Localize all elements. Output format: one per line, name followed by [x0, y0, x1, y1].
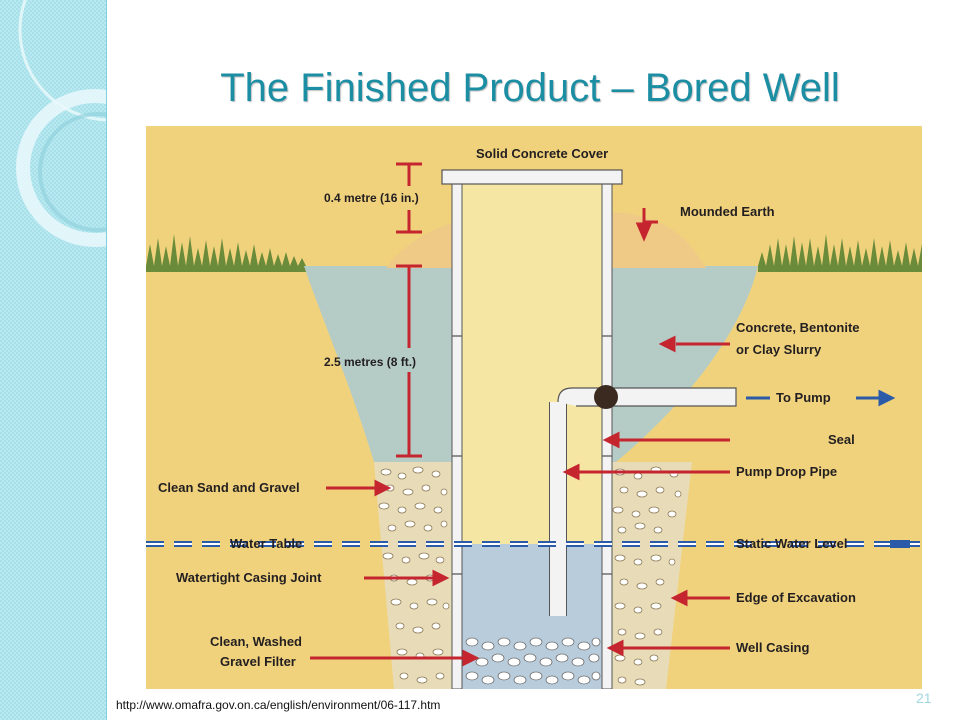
gravel-zone-left [374, 462, 452, 689]
label-well-casing: Well Casing [736, 640, 810, 655]
grass-right [758, 234, 922, 272]
pump-pipe-horizontal [557, 387, 737, 407]
sidebar-decoration [0, 0, 107, 720]
dimension-markers [396, 162, 422, 458]
well-bottom-gravel [462, 637, 601, 685]
label-pump-drop-pipe: Pump Drop Pipe [736, 464, 837, 479]
seal-marker [594, 385, 618, 409]
label-water-table: Water Table [230, 536, 302, 551]
well-casing-left [451, 179, 463, 689]
label-clean-sand-gravel: Clean Sand and Gravel [158, 480, 300, 495]
label-mounded-earth: Mounded Earth [680, 204, 775, 219]
grass-left [146, 234, 306, 272]
label-seal: Seal [828, 432, 855, 447]
label-concrete-slurry-2: or Clay Slurry [736, 342, 822, 357]
label-concrete-slurry-1: Concrete, Bentonite [736, 320, 860, 335]
water-level-end-marker [890, 540, 910, 548]
label-edge-of-excavation: Edge of Excavation [736, 590, 856, 605]
well-water [462, 544, 602, 689]
label-gravel-filter-1: Clean, Washed [210, 634, 302, 649]
label-depth-cover: 0.4 metre (16 in.) [324, 191, 419, 205]
label-gravel-filter-2: Gravel Filter [220, 654, 296, 669]
to-pump-arrow [746, 389, 896, 407]
slide-number: 21 [916, 690, 932, 706]
sidebar-circles-decoration [16, 0, 106, 247]
well-casing-right [601, 179, 613, 689]
concrete-cover [441, 169, 623, 185]
casing-joints [452, 335, 612, 575]
label-depth-seal: 2.5 metres (8 ft.) [324, 355, 416, 369]
label-watertight-casing-joint: Watertight Casing Joint [176, 570, 322, 585]
source-url[interactable]: http://www.omafra.gov.on.ca/english/envi… [116, 698, 441, 712]
label-to-pump: To Pump [776, 390, 831, 405]
label-static-water-level: Static Water Level [736, 536, 848, 551]
gravel-zone-right [610, 462, 692, 689]
bored-well-diagram: Solid Concrete Cover 0.4 metre (16 in.) … [146, 126, 922, 689]
red-arrows [310, 208, 730, 667]
slide-title: The Finished Product – Bored Well [220, 66, 840, 110]
label-solid-concrete-cover: Solid Concrete Cover [476, 146, 608, 161]
